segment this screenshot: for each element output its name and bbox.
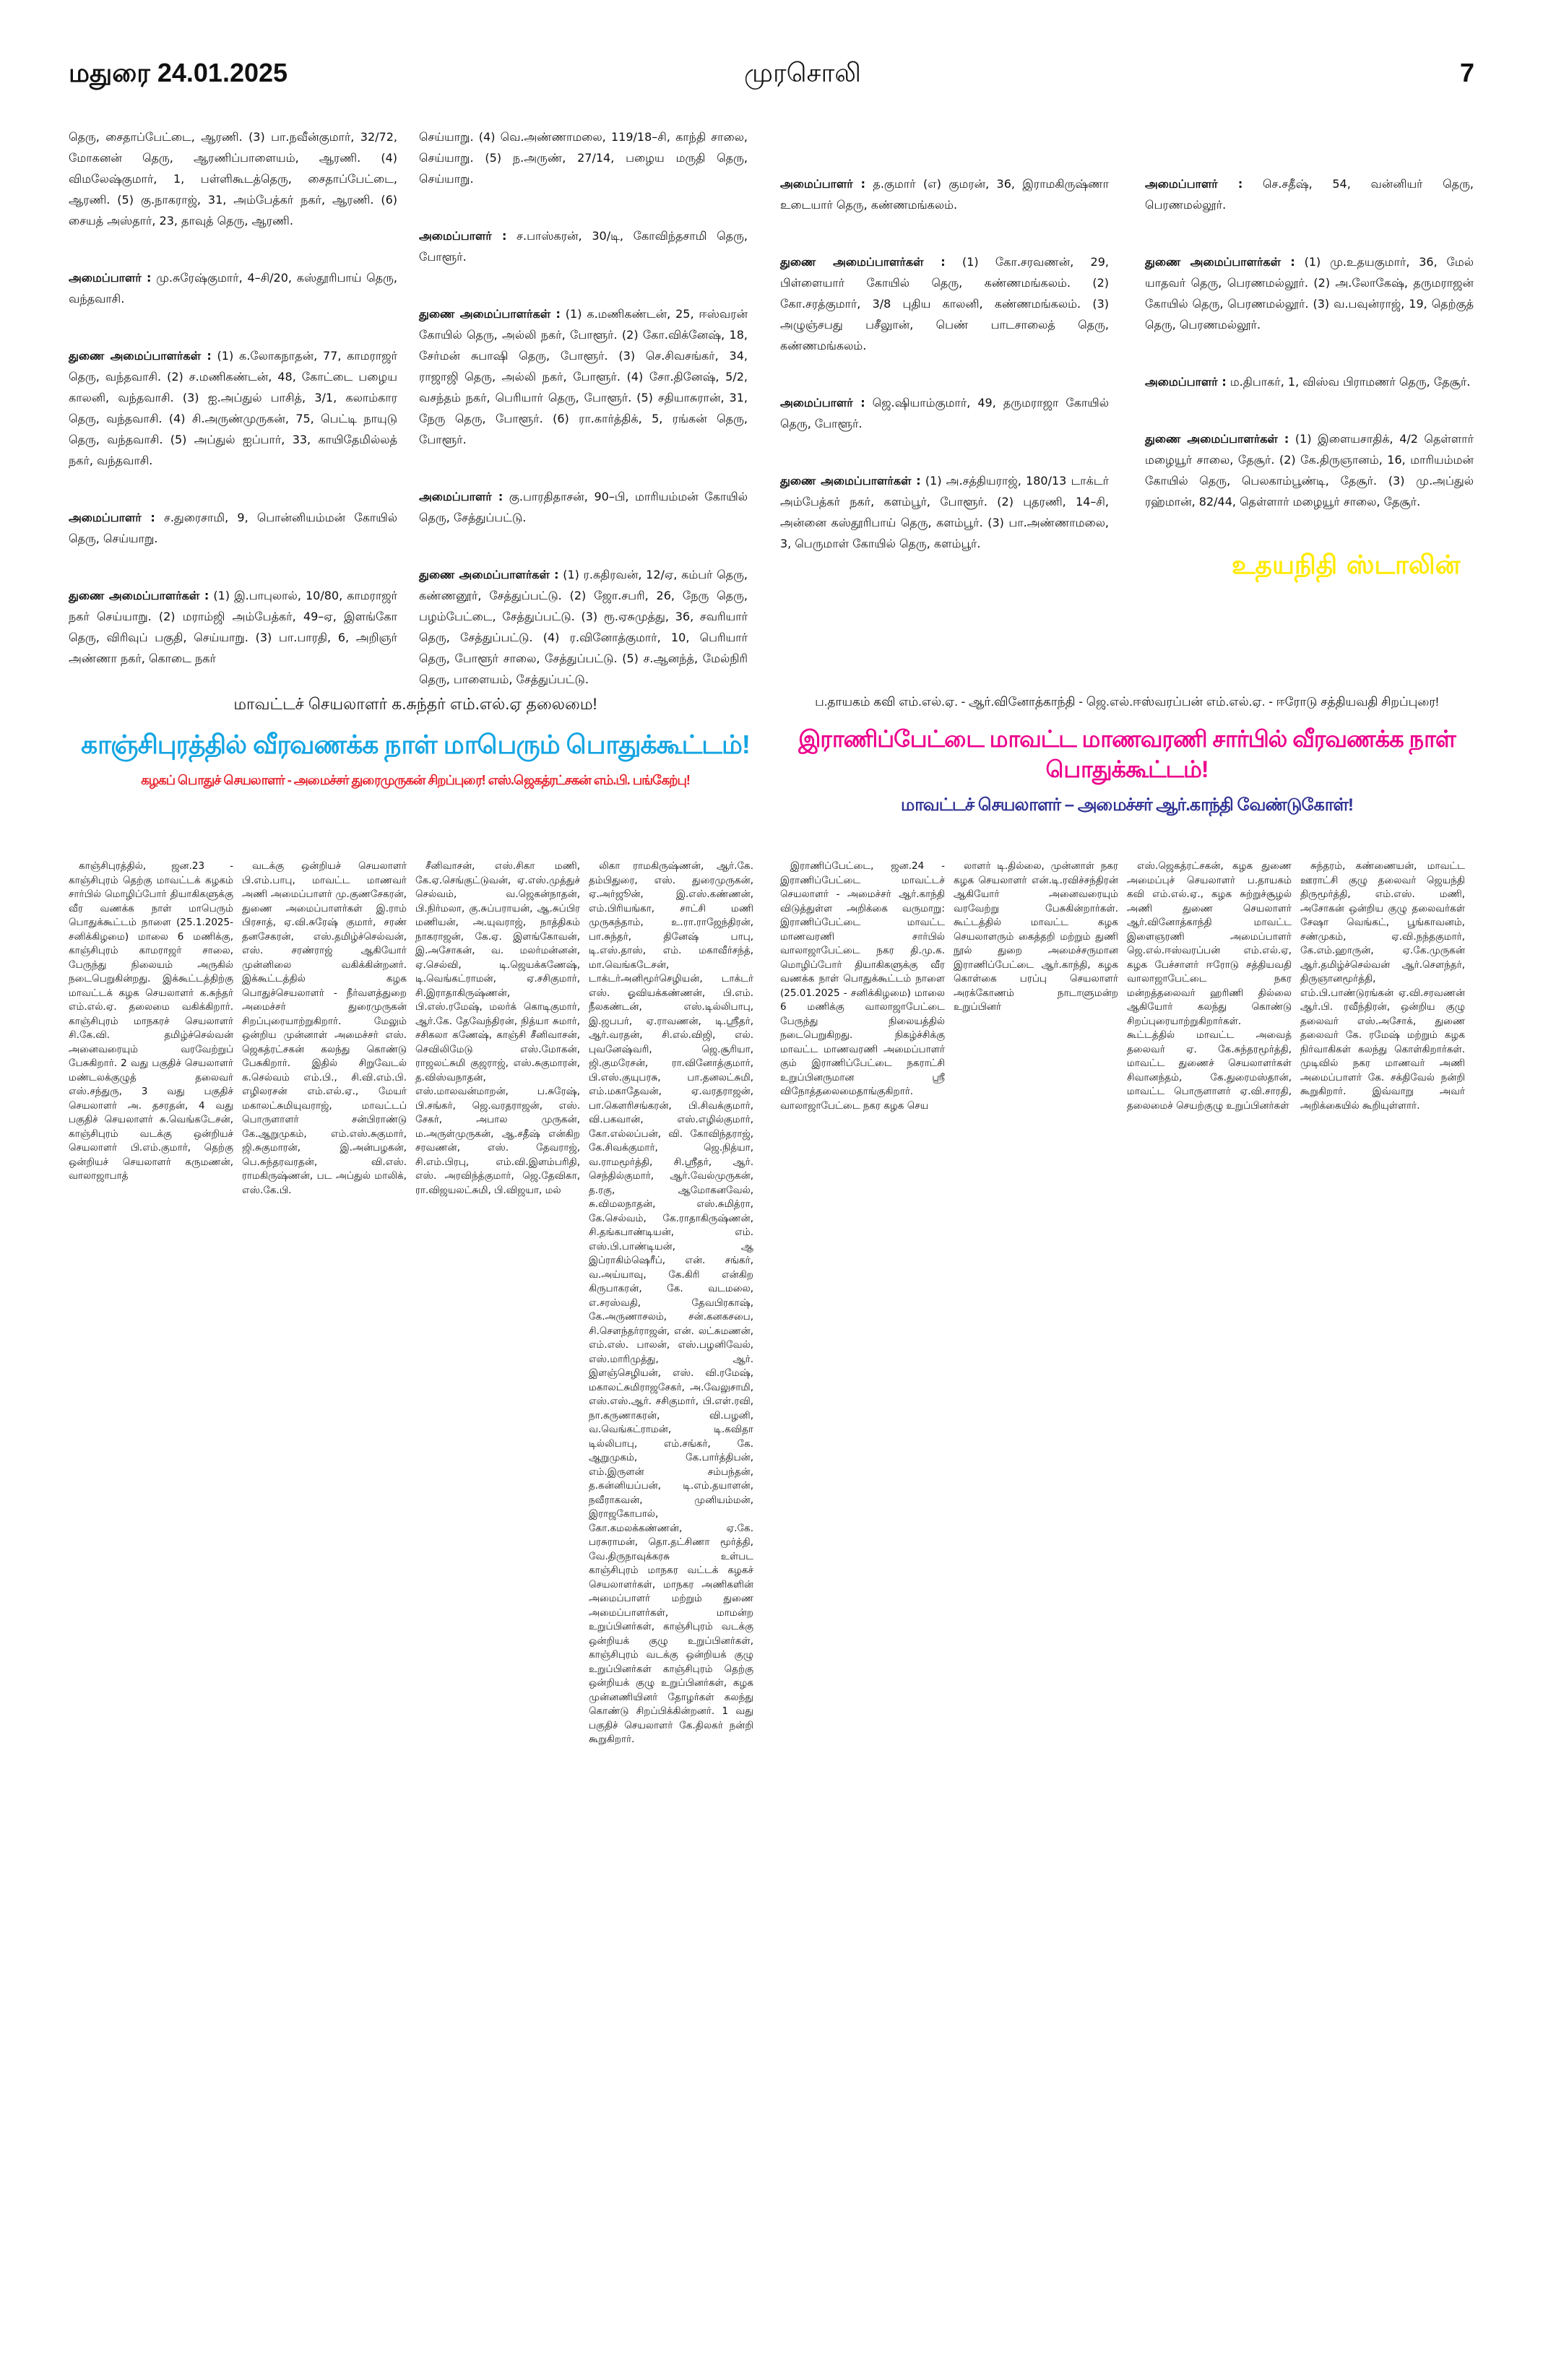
- entry-text: (1) மு.உதயகுமார், 36, மேல் யாதவர் தெரு, …: [1145, 255, 1474, 332]
- entry-text: (1) இ.பாபுலால், 10/80, காமராஜர் நகர் செய…: [69, 589, 398, 665]
- right-subhead: மாவட்டச் செயலாளர் – அமைச்சர் ஆர்.காந்தி …: [900, 795, 1354, 815]
- role-label: துணை அமைப்பாளர்கள் :: [419, 307, 561, 321]
- article-column: சுந்தரம், கண்ணையன், மாவட்ட ஊராட்சி குழு …: [1300, 860, 1465, 1113]
- listing-entry: துணை அமைப்பாளர்கள் : (1) இளையசாதிக், 4/2…: [1145, 428, 1474, 512]
- article-column: எஸ்.ஜெகத்ரட்சகன், கழக துணை அமைப்புச் செய…: [1127, 860, 1292, 1113]
- role-label: துணை அமைப்பாளர்கள் :: [1145, 255, 1295, 269]
- left-headline: காஞ்சிபுரத்தில் வீரவணக்க நாள் மாபெரும் ப…: [81, 730, 751, 759]
- entry-text: (1) கோ.சரவணன், 29, பிள்ளையார் கோயில் தெர…: [780, 255, 1110, 352]
- article-column: லாளர் டி.தில்லை, முன்னாள் நகர கழக செயலாள…: [954, 860, 1118, 1015]
- listing-entry: அமைப்பாளர் : ச.பாஸ்கரன், 30/டி, கோவிந்தச…: [419, 225, 748, 267]
- listing-entry: துணை அமைப்பாளர்கள் : (1) கோ.சரவணன், 29, …: [780, 251, 1109, 356]
- role-label: துணை அமைப்பாளர்கள் :: [69, 349, 212, 363]
- article-column: வடக்கு ஒன்றியச் செயலாளர் பி.எம்.பாபு, மா…: [242, 860, 407, 1198]
- right-article-heading: ப.தாயகம் கவி எம்.எல்.ஏ. - ஆர்.வினோத்காந்…: [780, 693, 1474, 816]
- listing-entry: துணை அமைப்பாளர்கள் : (1) அ.சத்தியராஜ், 1…: [780, 470, 1109, 554]
- listing-entry: துணை அமைப்பாளர்கள் : (1) ர.கதிரவன், 12/ஏ…: [419, 564, 748, 690]
- listing-entry: துணை அமைப்பாளர்கள் : (1) க.லோகநாதன், 77,…: [69, 345, 397, 471]
- listing-column: தெரு, சைதாப்பேட்டை, ஆரணி. (3) பா.நவீன்கு…: [69, 126, 397, 705]
- listing-entry: அமைப்பாளர் : கு.பாரதிதாசன், 90–பி, மாரிய…: [419, 486, 748, 528]
- listing-entry: அமைப்பாளர் : செ.சதீஷ், 54, வன்னியர் தெரு…: [1145, 173, 1474, 215]
- entry-text: (1) ர.கதிரவன், 12/ஏ, கம்பர் தெரு, கண்ணனூ…: [419, 568, 748, 686]
- role-label: அமைப்பாளர் :: [780, 396, 865, 410]
- listing-column: அமைப்பாளர் : செ.சதீஷ், 54, வன்னியர் தெரு…: [1145, 173, 1474, 548]
- listing-entry: அமைப்பாளர் : மு.சுரேஷ்குமார், 4–சி/20, க…: [69, 267, 397, 309]
- listing-entry: அமைப்பாளர் : ச.துரைசாமி, 9, பொன்னியம்மன்…: [69, 507, 397, 549]
- left-kicker: மாவட்டச் செயலாளர் க.சுந்தர் எம்.எல்.ஏ தல…: [233, 695, 597, 713]
- article-text: காஞ்சிபுரத்தில், ஜன.23 - காஞ்சிபுரம் தெற…: [69, 860, 233, 1182]
- entry-text: ச.துரைசாமி, 9, பொன்னியம்மன் கோயில் தெரு,…: [69, 511, 397, 545]
- entry-text: தெரு, சைதாப்பேட்டை, ஆரணி. (3) பா.நவீன்கு…: [69, 130, 397, 228]
- role-label: துணை அமைப்பாளர்கள் :: [780, 474, 921, 488]
- article-column: காஞ்சிபுரத்தில், ஜன.23 - காஞ்சிபுரம் தெற…: [69, 860, 233, 1184]
- role-label: அமைப்பாளர் :: [780, 177, 866, 191]
- article-text: வடக்கு ஒன்றியச் செயலாளர் பி.எம்.பாபு, மா…: [242, 860, 407, 1196]
- edition-date: மதுரை 24.01.2025: [69, 58, 288, 87]
- entry-text: கு.பாரதிதாசன், 90–பி, மாரியம்மன் கோயில் …: [419, 490, 748, 524]
- entry-text: செ.சதீஷ், 54, வன்னியர் தெரு, பெரணமல்லூர்…: [1145, 177, 1474, 212]
- right-kicker: ப.தாயகம் கவி எம்.எல்.ஏ. - ஆர்.வினோத்காந்…: [815, 695, 1439, 709]
- role-label: துணை அமைப்பாளர்கள் :: [1145, 432, 1289, 446]
- article-text: சுந்தரம், கண்ணையன், மாவட்ட ஊராட்சி குழு …: [1300, 860, 1465, 1112]
- article-column: இராணிப்பேட்டை, ஜன.24 - இராணிப்பேட்டை மாவ…: [780, 860, 945, 1113]
- listing-column: அமைப்பாளர் : த.குமார் (எ) குமரன், 36, இர…: [780, 173, 1109, 590]
- article-column: சீனிவாசன், எஸ்.சிகா மணி, கே.ஏ.செங்குட்டு…: [415, 860, 580, 1198]
- listing-entry: தெரு, சைதாப்பேட்டை, ஆரணி. (3) பா.நவீன்கு…: [69, 126, 397, 231]
- newspaper-name: முரசொலி: [744, 58, 861, 87]
- right-headline: இராணிப்பேட்டை மாவட்ட மாணவரணி சார்பில் வீ…: [798, 726, 1456, 782]
- listing-entry: அமைப்பாளர் : ஜெ.ஷியாம்குமார், 49, தருமரா…: [780, 392, 1109, 434]
- entry-text: செய்யாறு. (4) வெ.அண்ணாமலை, 119/18–சி, கா…: [419, 130, 748, 186]
- listing-entry: துணை அமைப்பாளர்கள் : (1) மு.உதயகுமார், 3…: [1145, 251, 1474, 335]
- entry-text: ஜெ.ஷியாம்குமார், 49, தருமராஜா கோயில் தெர…: [780, 396, 1110, 430]
- role-label: அமைப்பாளர் :: [419, 490, 503, 503]
- entry-text: (1) இளையசாதிக், 4/2 தெள்ளார் மழையூர் சால…: [1145, 432, 1474, 509]
- listing-entry: துணை அமைப்பாளர்கள் : (1) இ.பாபுலால், 10/…: [69, 585, 397, 669]
- article-text: இராணிப்பேட்டை, ஜன.24 - இராணிப்பேட்டை மாவ…: [780, 860, 945, 1112]
- role-label: அமைப்பாளர் :: [69, 511, 155, 524]
- entry-text: மு.சுரேஷ்குமார், 4–சி/20, கஸ்தூரிபாய் தெ…: [69, 271, 398, 306]
- article-column: லிகா ராமகிருஷ்ணன், ஆர்.கே. தம்பிதுரை, எஸ…: [589, 860, 753, 1747]
- left-article-heading: மாவட்டச் செயலாளர் க.சுந்தர் எம்.எல்.ஏ தல…: [69, 693, 762, 789]
- listing-entry: துணை அமைப்பாளர்கள் : (1) க.மணிகண்டன், 25…: [419, 303, 748, 450]
- entry-text: ம.திபாகர், 1, விஸ்வ பிராமணர் தெரு, தேசூர…: [1229, 375, 1471, 389]
- article-text: எஸ்.ஜெகத்ரட்சகன், கழக துணை அமைப்புச் செய…: [1127, 860, 1292, 1112]
- entry-text: ச.பாஸ்கரன், 30/டி, கோவிந்தசாமி தெரு, போள…: [419, 229, 748, 264]
- role-label: துணை அமைப்பாளர்கள் :: [69, 589, 209, 602]
- listing-entry: செய்யாறு. (4) வெ.அண்ணாமலை, 119/18–சி, கா…: [419, 126, 748, 189]
- article-text: சீனிவாசன், எஸ்.சிகா மணி, கே.ஏ.செங்குட்டு…: [415, 860, 580, 1196]
- role-label: துணை அமைப்பாளர்கள் :: [419, 568, 559, 581]
- signature: உதயநிதி ஸ்டாலின்: [1232, 550, 1461, 580]
- article-text: லாளர் டி.தில்லை, முன்னாள் நகர கழக செயலாள…: [954, 860, 1118, 1013]
- page-number: 7: [1459, 58, 1474, 87]
- listing-entry: அமைப்பாளர் : த.குமார் (எ) குமரன், 36, இர…: [780, 173, 1109, 215]
- listing-column: செய்யாறு. (4) வெ.அண்ணாமலை, 119/18–சி, கா…: [419, 126, 748, 726]
- role-label: அமைப்பாளர் :: [69, 271, 152, 285]
- role-label: அமைப்பாளர் :: [1145, 177, 1243, 191]
- role-label: துணை அமைப்பாளர்கள் :: [780, 255, 946, 269]
- left-subhead: கழகப் பொதுச் செயலாளர் - அமைச்சர் துரைமுர…: [141, 773, 691, 787]
- entry-text: (1) அ.சத்தியராஜ், 180/13 டாக்டர் அம்பேத்…: [780, 474, 1109, 550]
- listing-entry: அமைப்பாளர் : ம.திபாகர், 1, விஸ்வ பிராமணர…: [1145, 371, 1474, 392]
- entry-text: (1) க.மணிகண்டன், 25, ஈஸ்வரன் கோயில் தெரு…: [419, 307, 748, 446]
- article-text: லிகா ராமகிருஷ்ணன், ஆர்.கே. தம்பிதுரை, எஸ…: [589, 860, 753, 1745]
- role-label: அமைப்பாளர் :: [1145, 375, 1227, 389]
- role-label: அமைப்பாளர் :: [419, 229, 507, 243]
- entry-text: த.குமார் (எ) குமரன், 36, இராமகிருஷ்ணா உட…: [780, 177, 1109, 212]
- entry-text: (1) க.லோகநாதன், 77, காமராஜர் தெரு, வந்தவ…: [69, 349, 397, 467]
